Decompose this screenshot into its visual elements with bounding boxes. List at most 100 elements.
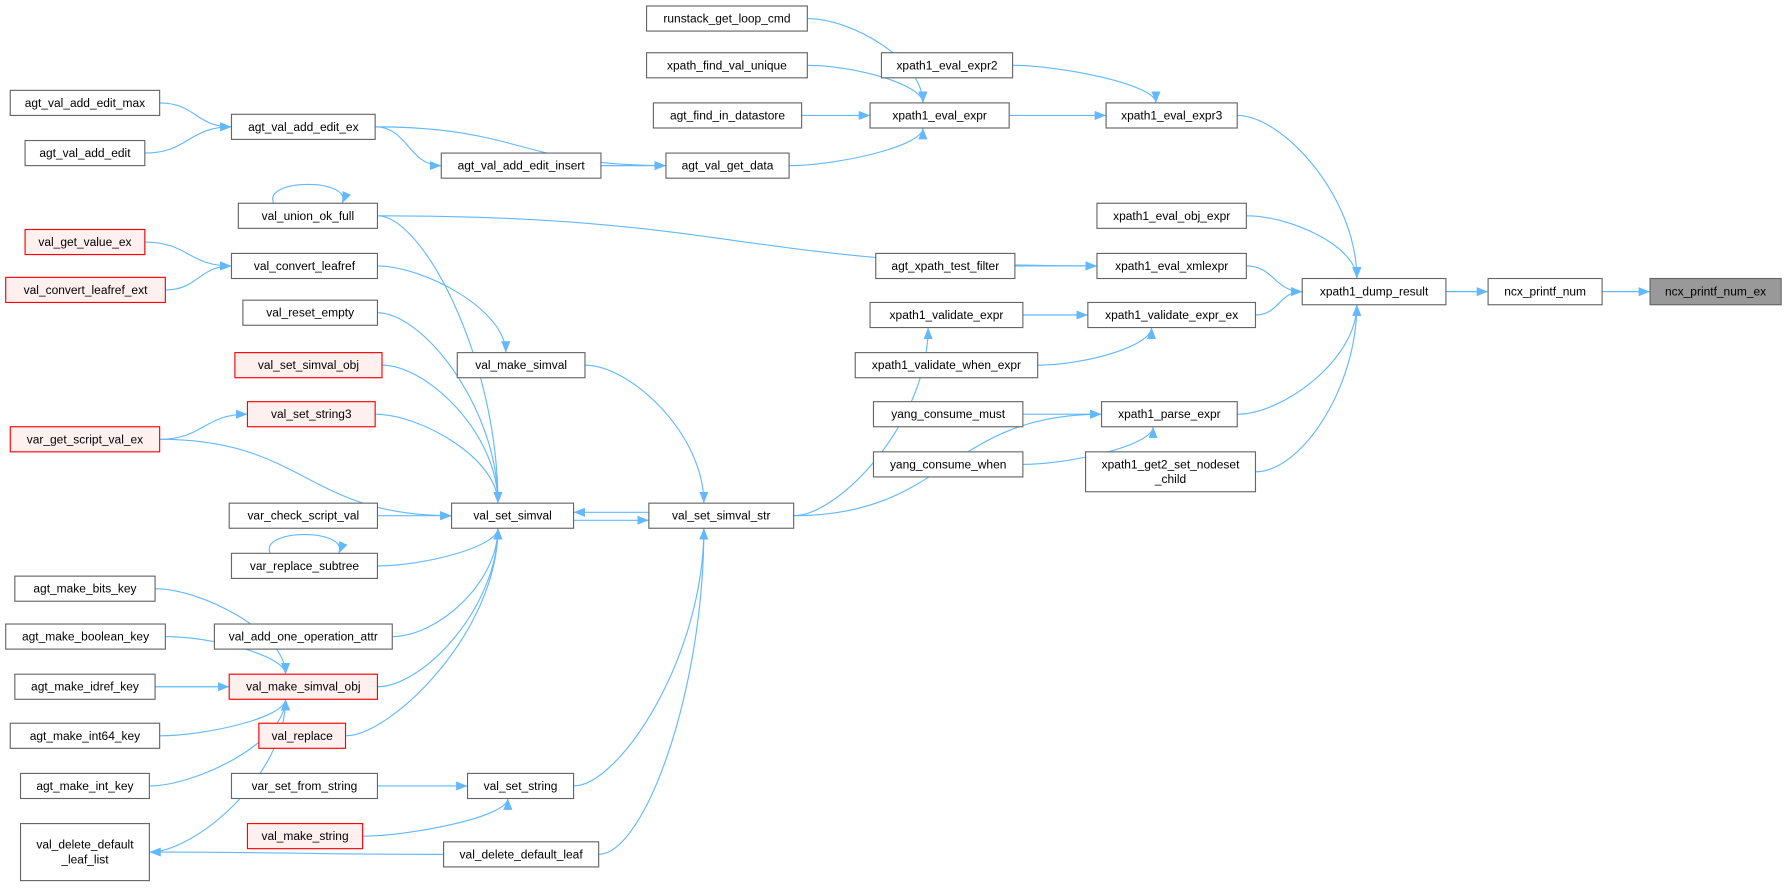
node-label: val_set_simval_obj	[258, 358, 359, 372]
node-label: agt_make_boolean_key	[22, 630, 149, 644]
node-val-convert-leafref-ext[interactable]: val_convert_leafref_ext	[5, 276, 166, 304]
edge-val-reset-empty-to-val-set-simval	[377, 312, 503, 504]
edge-agt-make-bits-key-to-val-make-simval-obj	[155, 588, 291, 675]
node-agt-make-boolean-key[interactable]: agt_make_boolean_key	[5, 623, 166, 650]
node-val-replace[interactable]: val_replace	[258, 722, 347, 749]
node-label: val_replace	[272, 729, 334, 743]
node-box	[9, 722, 161, 749]
edge-xpath1-eval-expr2-to-xpath1-eval-expr3	[1012, 64, 1161, 104]
node-val-make-simval[interactable]: val_make_simval	[456, 352, 586, 379]
edges-layer	[144, 17, 1651, 857]
edge-xpath1-validate-when-expr-to-xpath1-validate-expr-ex	[1037, 327, 1157, 366]
node-val-delete-default-leaf-list[interactable]: val_delete_default_leaf_list	[19, 823, 150, 882]
node-xpath1-eval-xmlexpr[interactable]: xpath1_eval_xmlexpr	[1096, 252, 1247, 280]
node-val-set-simval-str[interactable]: val_set_simval_str	[648, 502, 795, 529]
node-agt-make-bits-key[interactable]: agt_make_bits_key	[14, 575, 156, 602]
edge-agt-val-get-data-to-xpath1-eval-expr	[789, 127, 928, 167]
node-agt-val-add-edit-max[interactable]: agt_val_add_edit_max	[9, 89, 161, 117]
edge-val-convert-leafref-ext-to-val-convert-leafref	[165, 261, 232, 291]
node-box	[466, 772, 575, 800]
node-xpath1-validate-expr-ex[interactable]: xpath1_validate_expr_ex	[1087, 301, 1257, 329]
edge-val-delete-default-leaf-to-val-delete-default-leaf-list	[149, 847, 444, 857]
node-xpath1-validate-expr[interactable]: xpath1_validate_expr	[869, 301, 1024, 329]
node-box	[872, 451, 1024, 478]
edge-val-union-ok-full-to-val-set-simval	[377, 215, 503, 504]
node-val-set-string3[interactable]: val_set_string3	[246, 401, 376, 428]
node-xpath1-eval-expr[interactable]: xpath1_eval_expr	[869, 102, 1010, 129]
edge-var-replace-subtree-to-val-set-simval	[377, 528, 503, 567]
node-agt-val-add-edit[interactable]: agt_val_add_edit	[24, 139, 146, 167]
node-box	[1105, 102, 1238, 129]
node-label: agt_make_bits_key	[33, 582, 136, 596]
edge-val-union-ok-full-to-val-union-ok-full	[272, 183, 351, 204]
node-label: val_make_simval	[475, 358, 567, 372]
node-box	[14, 575, 156, 602]
node-val-get-value-ex[interactable]: val_get_value_ex	[24, 228, 146, 256]
node-label: xpath1_validate_expr	[890, 308, 1004, 322]
node-xpath1-eval-expr2[interactable]: xpath1_eval_expr2	[880, 52, 1014, 79]
node-var-get-script-val-ex[interactable]: var_get_script_val_ex	[9, 426, 161, 453]
node-val-delete-default-leaf[interactable]: val_delete_default_leaf	[443, 841, 600, 868]
node-box	[880, 52, 1014, 79]
node-xpath1-eval-obj-expr[interactable]: xpath1_eval_obj_expr	[1096, 202, 1247, 229]
node-val-reset-empty[interactable]: val_reset_empty	[242, 299, 379, 326]
node-xpath1-dump-result[interactable]: xpath1_dump_result	[1301, 277, 1447, 306]
node-box	[19, 772, 150, 800]
node-label: xpath1_eval_expr2	[896, 58, 997, 72]
node-label: val_set_simval	[473, 509, 552, 523]
node-box	[14, 673, 156, 700]
node-val-set-simval[interactable]: val_set_simval	[450, 502, 575, 529]
node-val-set-simval-obj[interactable]: val_set_simval_obj	[234, 352, 383, 379]
node-agt-make-int64-key[interactable]: agt_make_int64_key	[9, 722, 161, 749]
node-box	[242, 299, 379, 326]
node-label: val_add_one_operation_attr	[229, 630, 378, 644]
node-box	[875, 252, 1016, 280]
node-agt-val-get-data[interactable]: agt_val_get_data	[665, 152, 790, 179]
edge-var-get-script-val-ex-to-val-set-simval	[159, 438, 452, 521]
node-yang-consume-must[interactable]: yang_consume_must	[872, 401, 1024, 428]
node-runstack-get-loop-cmd[interactable]: runstack_get_loop_cmd	[645, 5, 808, 32]
node-ncx-printf-num[interactable]: ncx_printf_num	[1487, 277, 1603, 306]
node-xpath1-get2-set-nodeset-child[interactable]: xpath1_get2_set_nodeset_child	[1085, 451, 1257, 493]
nodes-layer: runstack_get_loop_cmd xpath_find_val_uniq…	[5, 5, 1782, 882]
node-val-make-simval-obj[interactable]: val_make_simval_obj	[228, 673, 379, 700]
node-agt-make-idref-key[interactable]: agt_make_idref_key	[14, 673, 156, 700]
node-agt-val-add-edit-insert[interactable]: agt_val_add_edit_insert	[440, 152, 602, 179]
node-val-convert-leafref[interactable]: val_convert_leafref	[230, 252, 379, 280]
node-val-union-ok-full[interactable]: val_union_ok_full	[237, 202, 379, 229]
edge-val-make-simval-to-val-set-simval-str	[584, 364, 709, 504]
node-box	[228, 502, 379, 529]
node-label: xpath_find_val_unique	[667, 58, 787, 72]
node-var-check-script-val[interactable]: var_check_script_val	[228, 502, 379, 529]
node-agt-val-add-edit-ex[interactable]: agt_val_add_edit_ex	[230, 113, 376, 140]
node-xpath1-validate-when-expr[interactable]: xpath1_validate_when_expr	[854, 352, 1039, 379]
node-agt-find-in-datastore[interactable]: agt_find_in_datastore	[652, 102, 803, 129]
node-val-set-string[interactable]: val_set_string	[466, 772, 575, 800]
node-box	[652, 102, 803, 129]
edge-xpath1-eval-expr3-to-xpath1-dump-result	[1237, 114, 1362, 279]
node-label: val_delete_default	[36, 838, 134, 852]
node-label: agt_val_add_edit_max	[25, 96, 145, 110]
edge-var-get-script-val-ex-to-val-set-string3	[159, 409, 248, 440]
node-val-make-string[interactable]: val_make_string	[246, 823, 364, 850]
node-ncx-printf-num-ex[interactable]: ncx_printf_num_ex	[1649, 277, 1782, 306]
node-agt-xpath-test-filter[interactable]: agt_xpath_test_filter	[875, 252, 1016, 280]
node-label: val_reset_empty	[266, 306, 354, 320]
node-xpath1-parse-expr[interactable]: xpath1_parse_expr	[1100, 401, 1238, 428]
node-label: agt_make_int64_key	[30, 729, 140, 743]
node-yang-consume-when[interactable]: yang_consume_when	[872, 451, 1024, 478]
node-box	[9, 426, 161, 453]
edge-var-replace-subtree-to-var-replace-subtree	[268, 534, 348, 554]
node-xpath1-eval-expr3[interactable]: xpath1_eval_expr3	[1105, 102, 1238, 129]
node-label: var_get_script_val_ex	[27, 432, 143, 446]
node-var-set-from-string[interactable]: var_set_from_string	[230, 772, 379, 800]
node-xpath-find-val-unique[interactable]: xpath_find_val_unique	[645, 52, 808, 79]
edge-val-convert-leafref-to-val-make-simval	[377, 265, 511, 353]
node-label: xpath1_validate_when_expr	[872, 358, 1021, 372]
node-val-add-one-operation-attr[interactable]: val_add_one_operation_attr	[213, 623, 393, 650]
node-agt-make-int-key[interactable]: agt_make_int_key	[19, 772, 150, 800]
node-box	[246, 823, 364, 850]
node-var-replace-subtree[interactable]: var_replace_subtree	[230, 552, 379, 579]
node-box	[5, 276, 166, 304]
node-label: xpath1_eval_xmlexpr	[1115, 259, 1228, 273]
